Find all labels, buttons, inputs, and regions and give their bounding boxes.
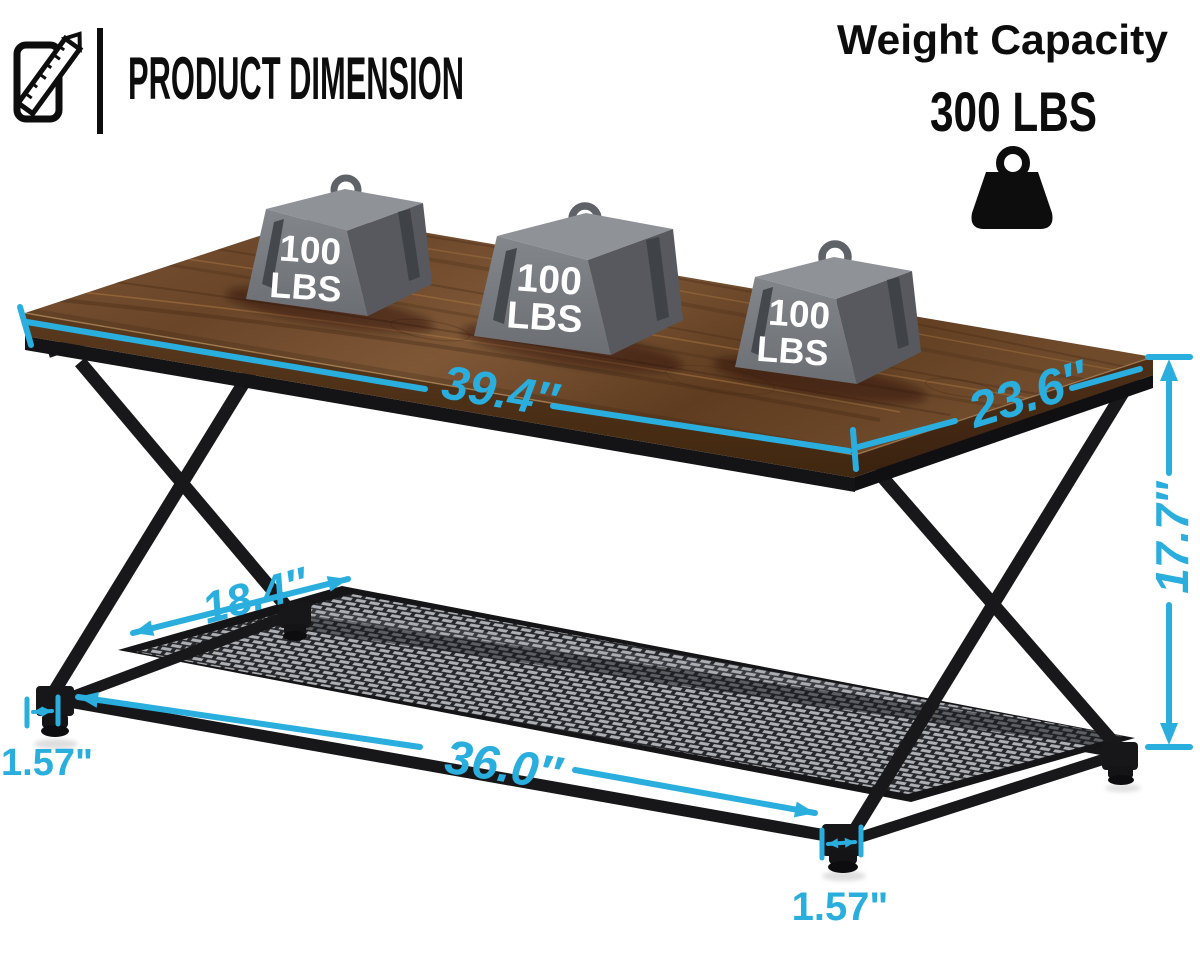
dim-line xyxy=(855,418,958,450)
dim-arrow-down xyxy=(1160,723,1178,745)
coffee-table-illustration: 100 LBS 100 LBS 100 xyxy=(24,174,1154,881)
dim-line xyxy=(1069,366,1143,391)
dimension-table-height: 17.7″ xyxy=(1145,354,1198,750)
weight-capacity-label: Weight Capacity xyxy=(837,16,1169,63)
dim-end-cap xyxy=(850,427,859,472)
foot-front-right xyxy=(822,824,862,873)
weight-capacity-value: 300 LBS xyxy=(930,80,1097,143)
dimension-label-shelf-length: 36.0″ xyxy=(441,731,566,802)
mesh-shelf xyxy=(118,586,1135,802)
weight-label-unit: LBS xyxy=(505,294,584,341)
weight-label-value: 100 xyxy=(278,228,342,273)
weight-block-1: 100 LBS xyxy=(246,174,432,316)
foot-back-right xyxy=(1102,742,1138,785)
ruler-icon xyxy=(13,31,84,123)
dimension-label-table-height: 17.7″ xyxy=(1146,480,1198,594)
dim-double-arrow xyxy=(130,576,351,636)
weight-label-value: 100 xyxy=(515,256,583,303)
kettlebell-weight-icon xyxy=(971,146,1053,229)
header: PRODUCT DIMENSION Weight Capacity 300 LB… xyxy=(13,16,1169,229)
dim-line xyxy=(24,319,428,392)
front-bottom-rail xyxy=(58,694,842,844)
dimension-label-front-foot: 1.57" xyxy=(792,885,889,929)
page-title: PRODUCT DIMENSION xyxy=(128,45,464,112)
weight-capacity-block: Weight Capacity 300 LBS xyxy=(837,16,1169,229)
dim-arrow-up xyxy=(1160,359,1178,381)
dim-double-arrow xyxy=(826,837,857,849)
dimension-label-left-foot: 1.57" xyxy=(1,742,93,784)
dimension-front-foot: 1.57" xyxy=(792,824,889,929)
weight-label-unit: LBS xyxy=(268,264,343,310)
dimension-left-foot: 1.57" xyxy=(1,694,93,784)
dim-line xyxy=(550,403,852,454)
dim-line xyxy=(75,691,423,750)
header-divider xyxy=(97,28,103,134)
weight-block-3: 100 LBS xyxy=(735,240,921,384)
weight-block-2: 100 LBS xyxy=(474,202,683,355)
weight-label-unit: LBS xyxy=(755,328,830,374)
dim-end-cap xyxy=(17,304,34,348)
dim-double-arrow xyxy=(31,706,54,717)
weight-label-value: 100 xyxy=(767,292,831,337)
dim-line xyxy=(572,767,818,818)
